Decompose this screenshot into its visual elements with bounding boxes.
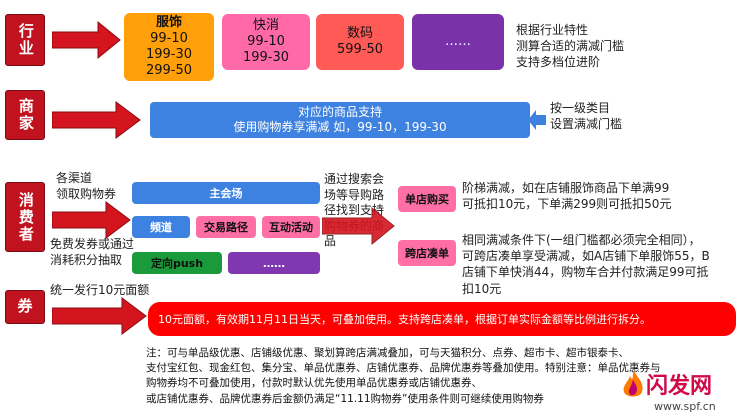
industry-card-lines: 99-10 199-30 299-50 [145, 30, 193, 79]
cross-store-text: 相同满减条件下(一组门槛都必须完全相同）， 可跨店凑单享受满减，如A店铺下单服饰… [462, 233, 710, 296]
footnote: 注：可与单品级优惠、店铺级优惠、聚划算跨店满减叠加，可与天猫积分、点券、超市卡、… [146, 347, 661, 405]
trade-path-button[interactable]: 交易路径 [196, 216, 256, 238]
industry-card-digital: 数码 599-50 [316, 14, 404, 70]
industry-card-title: 数码 [346, 25, 373, 41]
arrow-right-icon [52, 297, 147, 335]
industry-card-apparel: 服饰 99-10 199-30 299-50 [124, 13, 214, 81]
industry-card-title: 快消 [252, 17, 279, 33]
single-store-text: 阶梯满减，如在店铺服饰商品下单满99 可抵扣10元，下单满299则可抵扣50元 [462, 181, 672, 212]
watermark-logo-text: 闪发网 [646, 373, 713, 399]
watermark: 闪发网 www.spf.cn [620, 366, 745, 418]
arrow-left-icon [528, 110, 546, 130]
arrow-right-icon [322, 206, 395, 246]
row-label-merchant: 商家 [5, 90, 45, 140]
cross-store-label: 跨店凑单 [398, 240, 456, 266]
industry-card-more: …… [412, 14, 504, 70]
single-store-label: 单店购买 [398, 186, 456, 212]
industry-note: 根据行业特性 测算合适的满减门槛 支持多档位进阶 [516, 23, 625, 70]
merchant-support-box: 对应的商品支持 使用购物券享满减 如，99-10，199-30 [150, 102, 530, 138]
consumer-channels-text: 各渠道 领取购物券 [56, 171, 117, 202]
coupon-issue-text: 统一发行10元面额 [50, 283, 150, 297]
industry-card-lines: …… [445, 33, 471, 49]
channel-button[interactable]: 频道 [132, 216, 190, 238]
row-label-industry: 行业 [5, 14, 45, 66]
flame-logo-icon [623, 370, 643, 397]
industry-card-lines: 599-50 [336, 42, 384, 57]
main-venue-button[interactable]: 主会场 [132, 182, 320, 204]
targeted-push-button[interactable]: 定向push [132, 252, 222, 274]
arrow-right-icon [52, 201, 131, 239]
row-label-consumer: 消费者 [5, 182, 45, 252]
interactive-activity-button[interactable]: 互动活动 [262, 216, 320, 238]
row-label-coupon: 券 [5, 290, 45, 324]
industry-card-lines: 99-10 199-30 [242, 33, 290, 66]
arrow-right-icon [52, 20, 121, 60]
merchant-note: 按一级类目 设置满减门槛 [550, 101, 623, 132]
watermark-url: www.spf.cn [654, 400, 716, 413]
industry-card-fmcg: 快消 99-10 199-30 [222, 14, 310, 70]
consumer-free-coupon-text: 免费发券或通过 消耗积分抽取 [50, 237, 135, 268]
coupon-rule-text: 10元面额，有效期11月11日当天，可叠加使用。支持跨店凑单，根据订单实际金额等… [158, 313, 651, 326]
coupon-rule-bar: 10元面额，有效期11月11日当天，可叠加使用。支持跨店凑单，根据订单实际金额等… [148, 302, 736, 336]
arrow-right-icon [52, 101, 141, 139]
industry-card-title: 服饰 [155, 14, 182, 30]
more-channels-button[interactable]: …… [228, 252, 320, 274]
